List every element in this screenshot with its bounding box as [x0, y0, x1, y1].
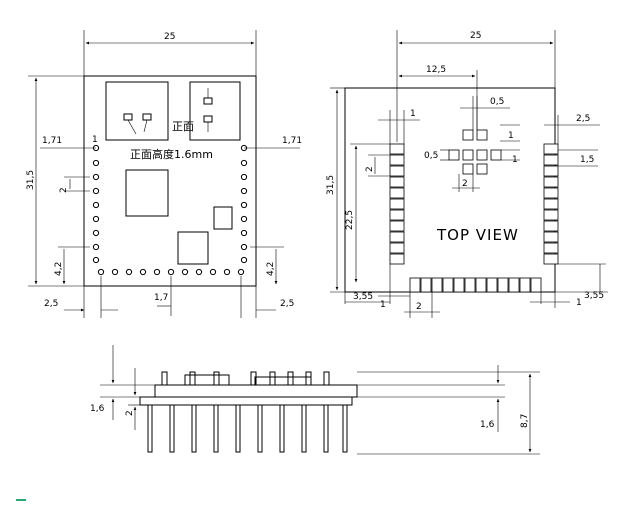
side-right-thickness-label: 1,6: [480, 420, 495, 430]
front-right-pins: [240, 144, 248, 264]
top-right-pads: [543, 143, 559, 265]
top-inner-height-label: 22,5: [345, 210, 355, 230]
front-left-margin-label: 1,71: [42, 136, 62, 146]
front-antenna-box-right: [189, 81, 241, 141]
top-center-pitch-label: 2: [462, 179, 468, 189]
top-view: 25 12,5: [326, 30, 608, 318]
top-right-pad-width-label: 2,5: [576, 114, 590, 124]
front-label-face: 正面: [172, 120, 194, 133]
front-pin1-marker: 1: [92, 135, 98, 145]
top-bottom-pitch-label: 2: [416, 302, 422, 312]
front-right-bottom-label: 4,2: [266, 262, 276, 276]
front-height-label: 31,5: [26, 170, 36, 190]
front-label-height: 正面高度1.6mm: [130, 147, 213, 161]
front-chip-bottom: [177, 231, 209, 265]
side-total-height-label: 8,7: [520, 414, 530, 428]
top-bottom-right-label: 3,55: [584, 291, 604, 301]
front-bottom-left-label: 2,5: [44, 299, 58, 309]
top-height-label: 31,5: [326, 175, 336, 195]
top-center-top-gap-label: 0,5: [490, 97, 504, 107]
top-center-side-label: 1: [512, 155, 518, 165]
front-module-outline: [83, 75, 257, 287]
front-chip-small-right: [213, 206, 233, 230]
front-chip-main: [125, 169, 169, 217]
side-board-thickness-label: 1,6: [90, 404, 105, 414]
top-view-title: TOP VIEW: [436, 226, 519, 244]
top-center-pads: [448, 129, 502, 175]
top-left-pad-width-label: 1: [410, 109, 416, 119]
top-center-left-gap-label: 0,5: [424, 151, 438, 161]
front-left-pitch-label: 2: [59, 187, 69, 193]
front-view: 25 正面 正面高度1.6mm: [26, 30, 302, 318]
top-pad-size-label: 1: [508, 131, 514, 141]
top-left-pads: [389, 143, 405, 265]
side-pins-top: [161, 371, 330, 386]
front-left-bottom-label: 4,2: [54, 262, 64, 276]
front-bottom-right-label: 2,5: [280, 299, 294, 309]
side-view: 1,6 2 1,6 8,7: [90, 345, 540, 455]
top-right-pitch-label: 1,5: [580, 155, 594, 165]
top-bottom-pads: [409, 277, 542, 293]
side-component-left: [184, 374, 230, 386]
front-bottom-pins: [97, 268, 245, 276]
corner-mark: [16, 499, 26, 501]
side-pins-bottom: [147, 404, 348, 453]
top-half-width-label: 12,5: [426, 65, 446, 75]
front-bottom-pitch-label: 1,7: [154, 293, 168, 303]
side-board: [154, 384, 358, 398]
side-pin-offset-label: 2: [125, 410, 135, 416]
front-antenna-box-left: [105, 81, 169, 141]
top-bottom-right-width-label: 1: [576, 298, 582, 308]
top-left-pitch-label: 2: [365, 166, 375, 172]
top-width-label: 25: [470, 31, 481, 41]
side-header-strip: [139, 396, 353, 406]
top-bottom-pad-width-label: 1: [380, 300, 386, 310]
front-width-label: 25: [164, 32, 175, 42]
top-bottom-left-label: 3,55: [353, 292, 373, 302]
front-left-pins: [92, 144, 100, 264]
side-component-right: [254, 376, 312, 386]
top-module-outline: [344, 87, 556, 293]
front-right-margin-label: 1,71: [282, 136, 302, 146]
